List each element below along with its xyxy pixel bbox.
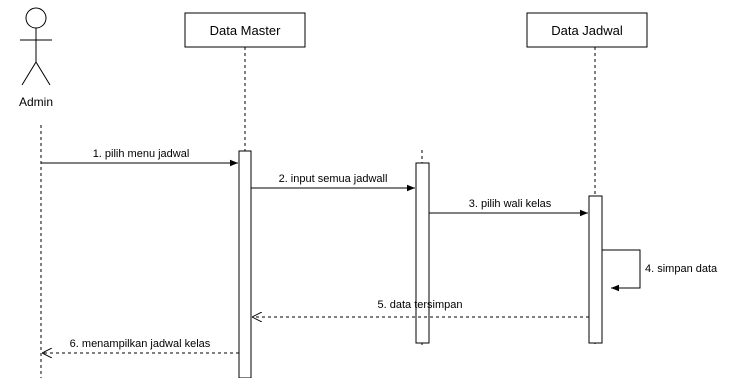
message-2-label: 2. input semua jadwall	[279, 173, 388, 185]
actor-admin-label: Admin	[19, 95, 53, 109]
message-4-arrow	[602, 249, 641, 292]
message-6-label: 6. menampilkan jadwal kelas	[70, 338, 211, 350]
actor-admin	[20, 7, 52, 86]
message-3-label: 3. pilih wali kelas	[469, 198, 552, 210]
participant-data-master-label: Data Master	[210, 23, 281, 38]
activation-data-jadwal	[588, 195, 603, 344]
message-1-label: 1. pilih menu jadwal	[93, 148, 190, 160]
participant-data-jadwal	[526, 12, 648, 48]
participant-data-jadwal-label: Data Jadwal	[551, 23, 623, 38]
message-5-label: 5. data tersimpan	[378, 299, 463, 311]
activation-data-master	[238, 150, 252, 378]
message-4-label: 4. simpan data	[645, 263, 718, 275]
participant-data-master	[184, 12, 306, 48]
activation-middle	[415, 162, 430, 344]
